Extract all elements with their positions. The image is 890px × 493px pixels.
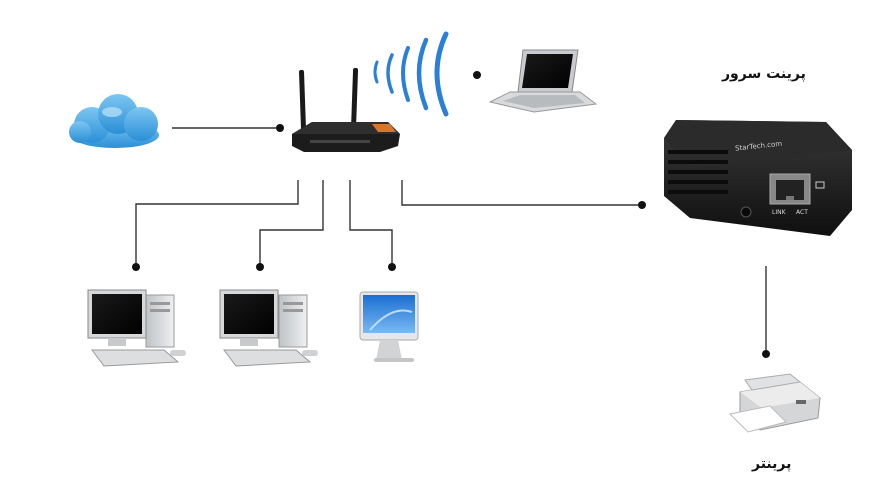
print-server-icon: StarTech.com LINK ACT <box>664 120 852 236</box>
line-router-pc1 <box>135 180 299 267</box>
dot-pc1 <box>132 263 140 271</box>
port-act-label: ACT <box>796 209 808 216</box>
router-icon <box>292 68 400 152</box>
connection-lines <box>135 127 767 352</box>
wifi-icon <box>373 31 449 117</box>
port-link-label: LINK <box>772 209 787 216</box>
dot-printer <box>762 350 770 358</box>
dot-server <box>638 201 646 209</box>
desktop-pc-icon-2 <box>219 289 318 367</box>
line-router-server <box>401 180 640 206</box>
laptop-icon <box>488 49 598 113</box>
cloud-icon <box>69 94 159 148</box>
imac-icon <box>359 291 419 362</box>
printer-label: پرینتر <box>752 456 792 472</box>
dot-imac <box>388 263 396 271</box>
printer-icon <box>728 373 821 433</box>
connection-dots <box>132 71 770 358</box>
dot-router <box>276 124 284 132</box>
line-router-pc2 <box>259 180 324 267</box>
dot-laptop <box>473 71 481 79</box>
dot-pc2 <box>256 263 264 271</box>
line-router-imac <box>349 180 393 267</box>
print-server-label: پرینت سرور <box>722 66 806 82</box>
desktop-pc-icon-1 <box>87 289 186 367</box>
